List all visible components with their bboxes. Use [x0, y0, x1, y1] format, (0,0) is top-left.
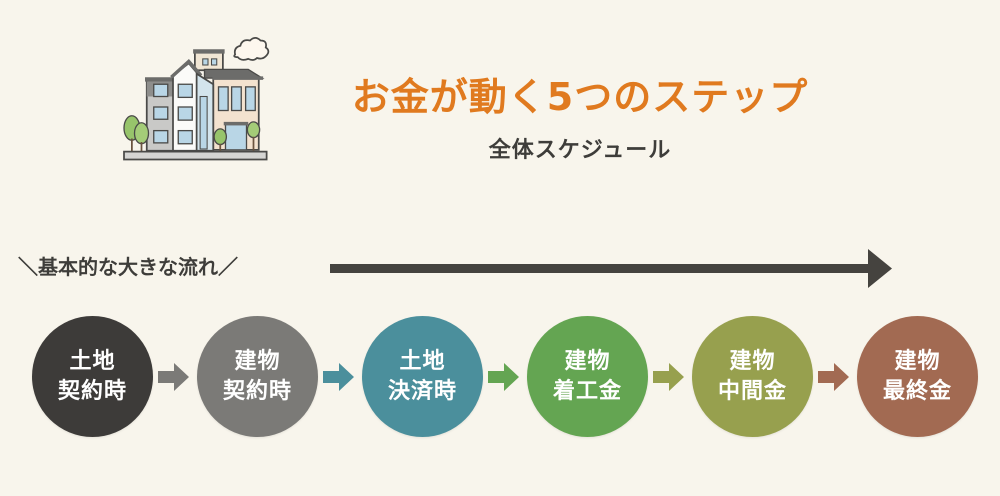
step-3-land-settlement: 土地 決済時	[362, 316, 483, 437]
step-4-construction-start-payment: 建物 着工金	[527, 316, 648, 437]
long-right-arrow-icon	[330, 249, 892, 288]
right-arrow-icon	[818, 363, 849, 391]
step-line2: 契約時	[57, 378, 127, 404]
right-arrow-icon	[653, 363, 684, 391]
right-arrow-icon	[158, 363, 189, 391]
step-line1: 建物	[564, 348, 611, 374]
page-subtitle: 全体スケジュール	[488, 138, 672, 163]
step-line1: 土地	[399, 348, 446, 374]
flow-label: ＼基本的な大きな流れ／	[18, 255, 238, 279]
step-1-land-contract: 土地 契約時	[32, 316, 153, 437]
step-line2: 中間金	[717, 378, 787, 404]
step-line1: 建物	[234, 348, 281, 374]
step-line1: 建物	[729, 348, 776, 374]
step-2-building-contract: 建物 契約時	[197, 316, 318, 437]
step-6-final-payment: 建物 最終金	[857, 316, 978, 437]
right-arrow-icon	[323, 363, 354, 391]
step-line1: 建物	[894, 348, 941, 374]
step-line2: 契約時	[222, 378, 292, 404]
page-title: お金が動く5つのステップ	[351, 75, 809, 119]
step-line2: 最終金	[882, 378, 952, 404]
cloud-icon	[233, 37, 270, 61]
apartment-building-icon	[123, 37, 270, 161]
step-line2: 着工金	[552, 378, 622, 404]
step-5-interim-payment: 建物 中間金	[692, 316, 813, 437]
right-arrow-icon	[488, 363, 519, 391]
step-line2: 決済時	[387, 378, 457, 404]
step-line1: 土地	[69, 348, 116, 374]
